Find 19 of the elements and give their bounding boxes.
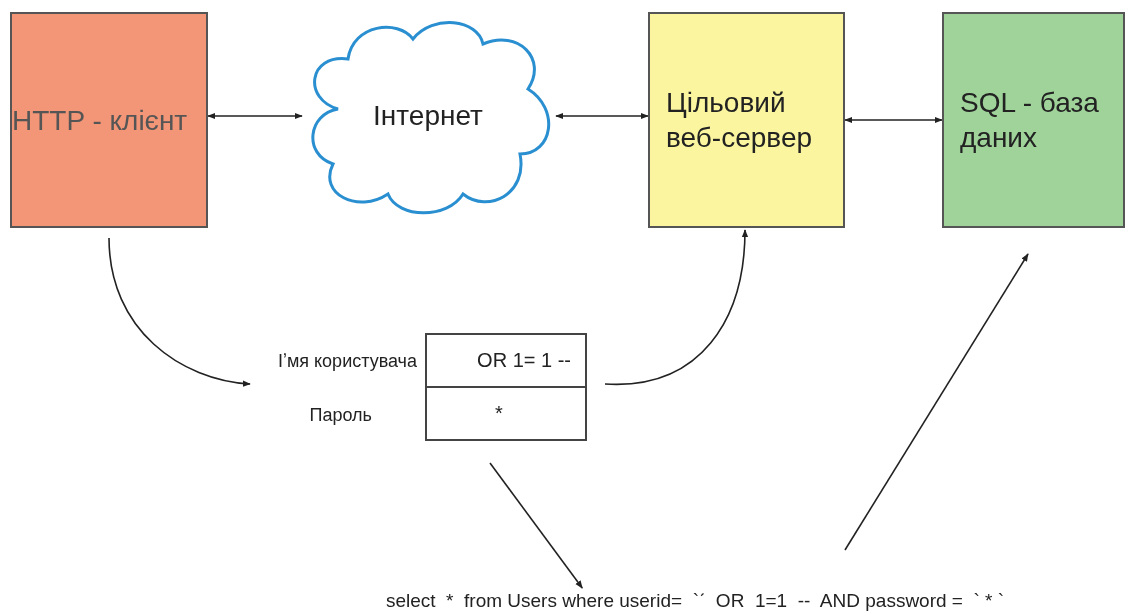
arrow (207, 112, 303, 120)
arrow (844, 116, 943, 124)
input-value: * (495, 402, 503, 425)
arrow (108, 237, 251, 387)
input-value: OR 1= 1 -- (477, 349, 571, 372)
process-box (648, 12, 845, 228)
arrow (844, 253, 1029, 551)
field-label: Пароль (309, 405, 372, 426)
arrow (604, 229, 748, 385)
process-box (942, 12, 1125, 228)
node-label: SQL - база даних (960, 86, 1100, 155)
sql-query-text: select * from Users where userid= `ˊ OR 1=1 -- AND password = ` * ` (300, 590, 1090, 614)
field-label: Іʼмя користувача (277, 351, 417, 372)
arrow (555, 112, 649, 120)
node-label: Цільовий веб-сервер (666, 86, 814, 155)
arrow (489, 462, 584, 589)
process-box (10, 12, 208, 228)
node-label: Інтернет (373, 100, 483, 132)
node-label: HTTP - клієнт (12, 103, 188, 138)
